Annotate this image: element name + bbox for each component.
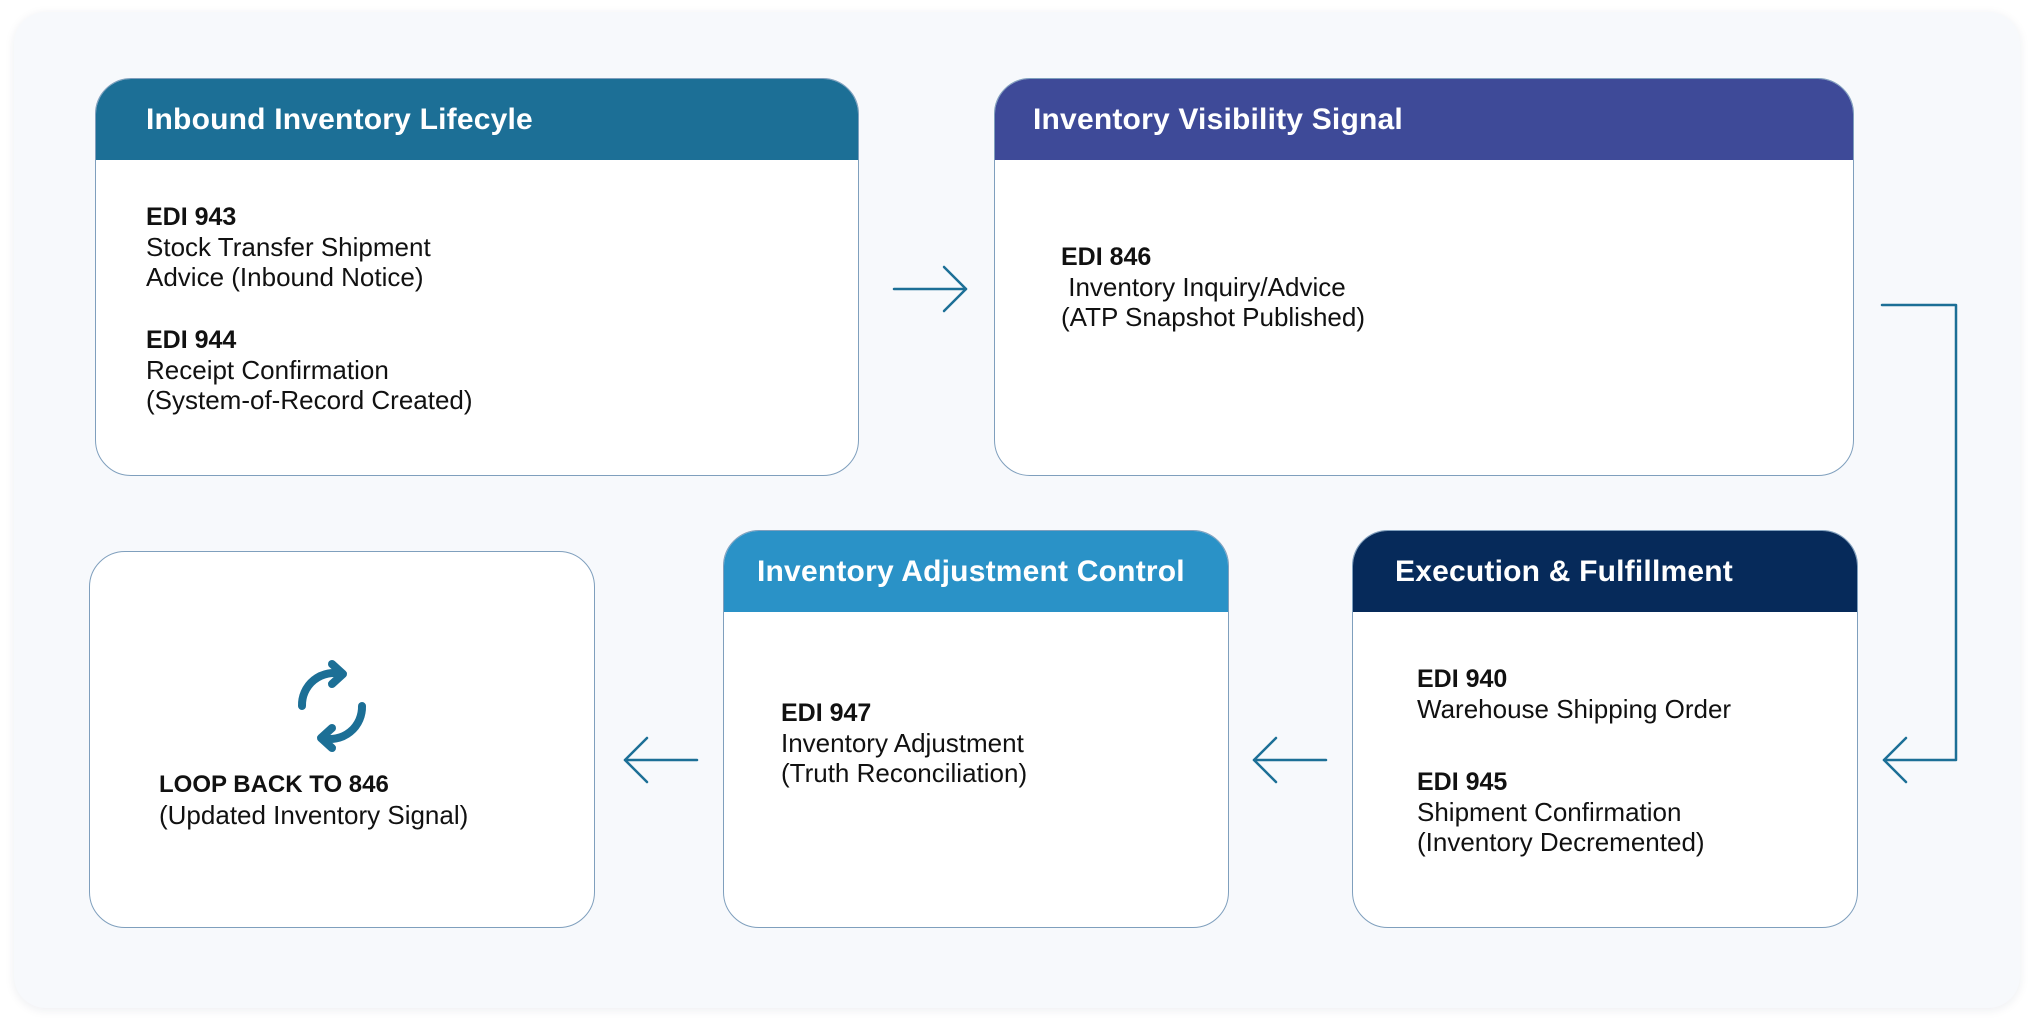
edi-944-code: EDI 944 — [146, 326, 237, 354]
visibility-signal-header: Inventory Visibility Signal — [995, 79, 1853, 160]
edi-947-entry: EDI 947 Inventory Adjustment (Truth Reco… — [781, 698, 1228, 788]
edi-944-desc-line-1: Receipt Confirmation — [146, 355, 389, 385]
edi-846-code: EDI 846 — [1061, 243, 1152, 271]
edi-846-desc-line-2: (ATP Snapshot Published) — [1061, 302, 1365, 332]
execution-fulfillment-card: Execution & Fulfillment EDI 940 Warehous… — [1352, 530, 1858, 928]
refresh-cycle-icon — [298, 660, 366, 752]
edi-940-entry: EDI 940 Warehouse Shipping Order — [1417, 664, 1857, 724]
edi-943-code: EDI 943 — [146, 203, 237, 231]
edi-943-desc-line-1: Stock Transfer Shipment — [146, 232, 431, 262]
adjustment-control-header: Inventory Adjustment Control — [724, 531, 1228, 612]
edi-943-desc-line-2: Advice (Inbound Notice) — [146, 262, 424, 292]
edi-846-entry: EDI 846 Inventory Inquiry/Advice (ATP Sn… — [1061, 242, 1853, 332]
adjustment-control-title: Inventory Adjustment Control — [757, 554, 1185, 588]
edi-947-desc-line-1: Inventory Adjustment — [781, 728, 1024, 758]
edi-947-desc-line-2: (Truth Reconciliation) — [781, 758, 1028, 788]
inbound-lifecycle-title: Inbound Inventory Lifecyle — [146, 102, 533, 136]
edi-945-entry: EDI 945 Shipment Confirmation (Inventory… — [1417, 767, 1857, 857]
loop-back-desc: (Updated Inventory Signal) — [159, 800, 469, 830]
edi-940-desc-line-1: Warehouse Shipping Order — [1417, 694, 1732, 724]
edi-947-code: EDI 947 — [781, 699, 872, 727]
connector-visibility-to-execution — [1880, 303, 1958, 784]
visibility-signal-card: Inventory Visibility Signal EDI 846 Inve… — [994, 78, 1854, 476]
edi-940-code: EDI 940 — [1417, 665, 1508, 693]
visibility-signal-title: Inventory Visibility Signal — [1033, 102, 1403, 136]
inbound-lifecycle-card: Inbound Inventory Lifecyle EDI 943 Stock… — [95, 78, 859, 476]
edi-944-entry: EDI 944 Receipt Confirmation (System-of-… — [146, 325, 858, 415]
edi-943-entry: EDI 943 Stock Transfer Shipment Advice (… — [146, 202, 858, 292]
loop-back-card: LOOP BACK TO 846 (Updated Inventory Sign… — [89, 551, 595, 928]
edi-945-desc-line-2: (Inventory Decremented) — [1417, 827, 1705, 857]
edi-945-desc-line-1: Shipment Confirmation — [1417, 797, 1682, 827]
execution-fulfillment-title: Execution & Fulfillment — [1395, 554, 1733, 588]
arrow-left-adjustment-to-loop — [623, 736, 699, 784]
adjustment-control-card: Inventory Adjustment Control EDI 947 Inv… — [723, 530, 1229, 928]
edi-945-code: EDI 945 — [1417, 768, 1508, 796]
execution-fulfillment-header: Execution & Fulfillment — [1353, 531, 1857, 612]
loop-back-text: LOOP BACK TO 846 (Updated Inventory Sign… — [159, 770, 468, 830]
inbound-lifecycle-header: Inbound Inventory Lifecyle — [96, 79, 858, 160]
edi-846-desc-line-1: Inventory Inquiry/Advice — [1061, 272, 1346, 302]
arrow-left-execution-to-adjustment — [1252, 736, 1328, 784]
arrow-right-inbound-to-visibility — [892, 265, 968, 313]
edi-944-desc-line-2: (System-of-Record Created) — [146, 385, 473, 415]
loop-back-code: LOOP BACK TO 846 — [159, 771, 389, 798]
